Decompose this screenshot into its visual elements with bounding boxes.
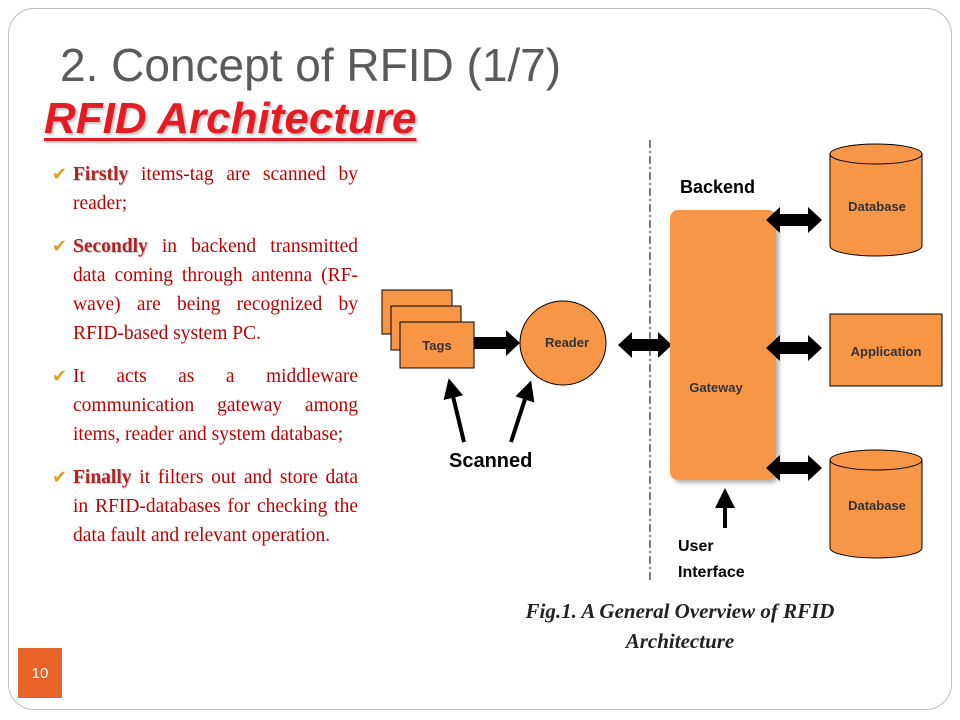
checkmark-icon: ✔ xyxy=(52,236,68,256)
rfid-architecture-diagram: Tags Reader Gateway Backend Database App… xyxy=(381,140,943,581)
database-top-label: Database xyxy=(848,199,906,214)
gateway-database-top-arrow xyxy=(766,207,822,233)
tags-to-reader-arrow xyxy=(474,330,520,356)
slide-title: 2. Concept of RFID (1/7) xyxy=(60,39,562,91)
bullet-item: ✔ Firstly items-tag are scanned by reade… xyxy=(52,160,358,218)
gateway-label: Gateway xyxy=(689,380,743,395)
bullet-item: ✔ It acts as a middleware communication … xyxy=(52,362,358,449)
tags-label: Tags xyxy=(422,338,451,353)
bullet-text: It acts as a middleware communication ga… xyxy=(73,366,358,445)
bullet-item: ✔ Finally it filters out and store data … xyxy=(52,463,358,550)
reader-label: Reader xyxy=(545,335,589,350)
reader-gateway-arrow xyxy=(618,332,672,358)
scanned-label: Scanned xyxy=(449,450,532,472)
bullet-lead: Firstly xyxy=(73,164,129,185)
checkmark-icon: ✔ xyxy=(52,366,68,386)
bullet-lead: Secondly xyxy=(73,236,148,257)
gateway-application-arrow xyxy=(766,335,822,361)
backend-label: Backend xyxy=(680,177,755,197)
database-top-node xyxy=(829,143,923,257)
gateway-node xyxy=(670,210,776,480)
database-bottom-label: Database xyxy=(848,498,906,513)
slide-frame xyxy=(8,8,952,710)
application-label: Application xyxy=(851,344,922,359)
checkmark-icon: ✔ xyxy=(52,164,68,184)
reader-node xyxy=(519,300,607,386)
checkmark-icon: ✔ xyxy=(52,467,68,487)
bullet-text: items-tag are scanned by reader; xyxy=(73,164,358,214)
bullet-item: ✔ Secondly in backend transmitted data c… xyxy=(52,232,358,348)
scanned-arrow-tags xyxy=(443,378,466,443)
user-interface-label-line1: User xyxy=(678,538,714,555)
slide-subtitle: RFID Architecture xyxy=(44,94,417,143)
bullet-list: ✔ Firstly items-tag are scanned by reade… xyxy=(52,160,358,564)
gateway-database-bottom-arrow xyxy=(766,455,822,481)
scanned-arrow-reader xyxy=(509,380,535,443)
bullet-text: in backend transmitted data coming throu… xyxy=(73,236,358,344)
application-node xyxy=(829,313,943,387)
figure-caption: Fig.1. A General Overview of RFID Archit… xyxy=(470,596,890,656)
figure-caption-line1: Fig.1. A General Overview of RFID xyxy=(525,599,835,623)
figure-caption-line2: Architecture xyxy=(625,629,735,653)
bullet-lead: Finally xyxy=(73,467,132,488)
user-interface-label-line2: Interface xyxy=(678,564,745,581)
bullet-text: it filters out and store data in RFID-da… xyxy=(73,467,358,546)
page-number: 10 xyxy=(18,648,62,698)
database-bottom-node xyxy=(829,449,923,559)
